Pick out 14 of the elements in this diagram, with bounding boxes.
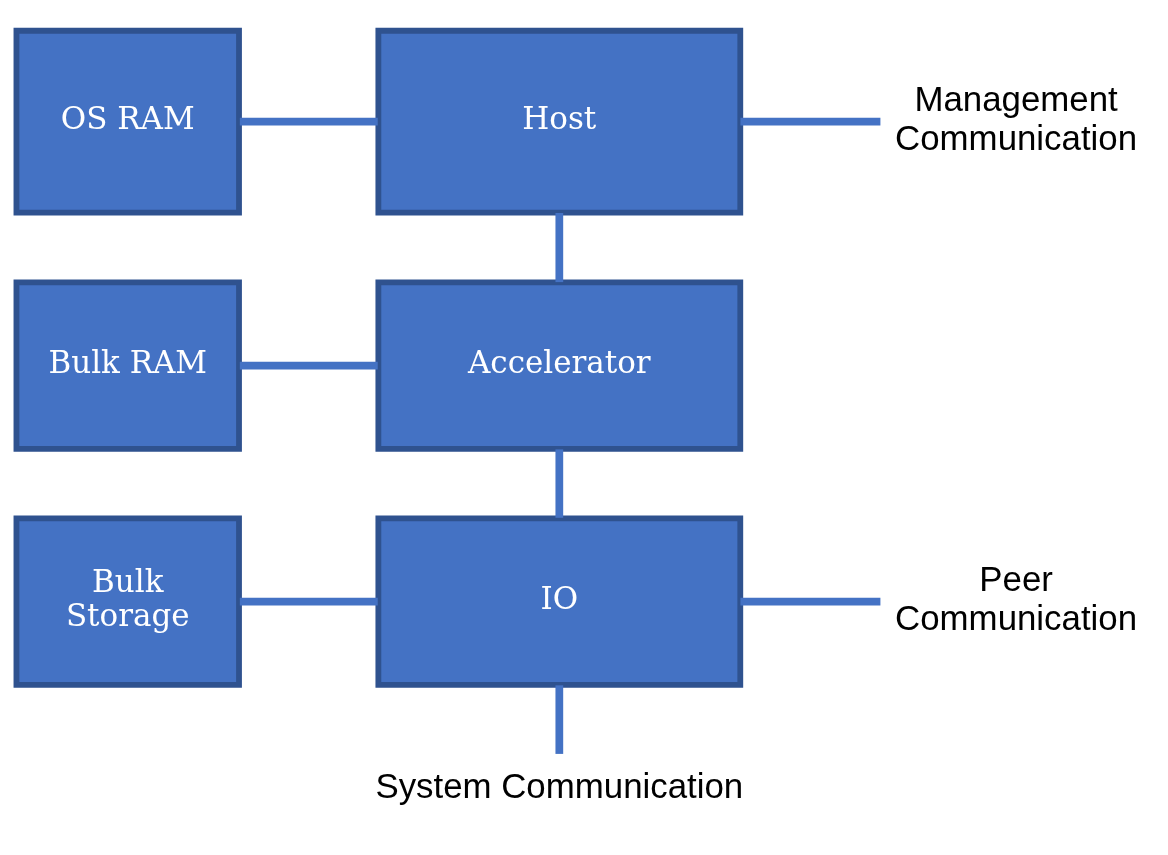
node-box: IO [375, 515, 744, 688]
node-box: Bulk Storage [13, 515, 242, 688]
connector [555, 213, 564, 283]
connector [239, 361, 378, 370]
node-text: Management Communication [895, 78, 1138, 157]
node-box: Host [375, 27, 744, 216]
node-text: System Communication [375, 765, 744, 805]
connector [555, 449, 564, 518]
node-box: Accelerator [375, 279, 744, 452]
connector [239, 117, 378, 126]
node-box: OS RAM [13, 27, 242, 216]
node-text: Peer Communication [895, 558, 1138, 637]
node-box: Bulk RAM [13, 279, 242, 452]
connector [239, 597, 378, 606]
